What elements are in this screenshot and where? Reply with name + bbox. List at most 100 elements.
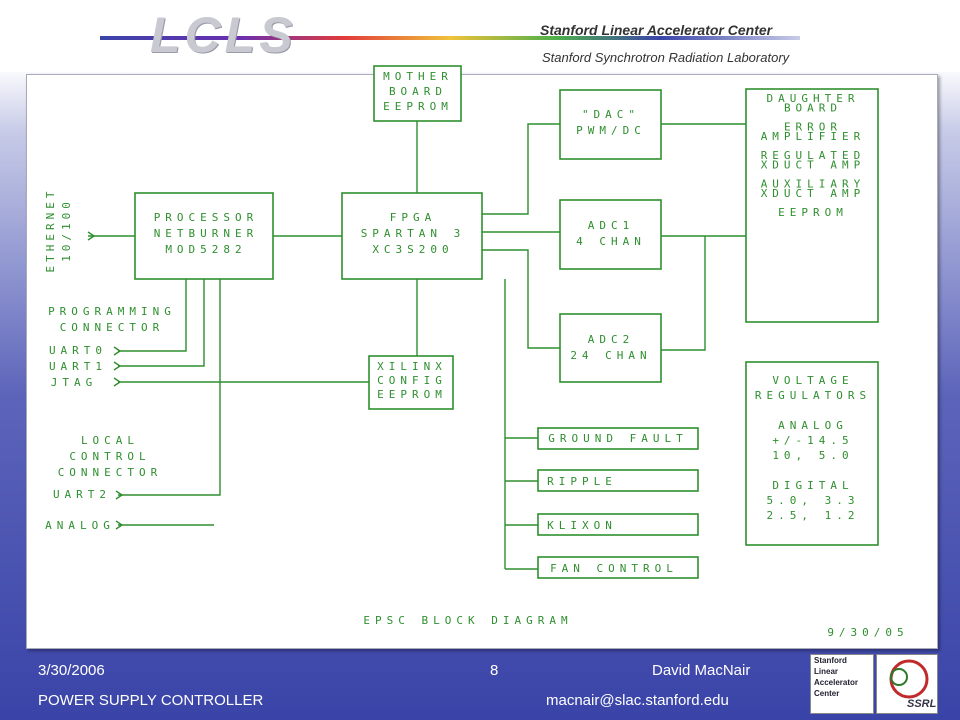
ssrl-text: SSRL: [907, 698, 937, 710]
mother-board-label: MOTHER: [383, 70, 453, 83]
daughter-board-label: EEPROM: [778, 206, 848, 219]
regulators-label: REGULATORS: [755, 389, 871, 402]
header-color-bar: [100, 36, 800, 40]
arrow-ethernet-icon: [87, 231, 96, 241]
regulators-label: ANALOG: [778, 419, 848, 432]
xilinx-label: XILINX: [377, 360, 447, 373]
programming-connector-label: CONNECTOR: [60, 321, 165, 334]
wire-uart2: [118, 279, 221, 496]
ssrl-logo: SSRL: [876, 654, 938, 714]
ground-fault-box: [537, 427, 699, 450]
footer-email: macnair@slac.stanford.edu: [546, 692, 729, 709]
local-control-connector-label: LOCAL: [81, 434, 139, 447]
regulators-label: 5.0, 3.3: [767, 494, 860, 507]
adc2-label: ADC2: [588, 333, 635, 346]
daughter-board-box: [745, 88, 879, 323]
dac-label: PWM/DC: [576, 124, 646, 137]
ethernet-speed-label: 10/100: [60, 198, 73, 262]
fpga-label: XC3S200: [372, 243, 453, 256]
footer-author: David MacNair: [652, 662, 751, 679]
wires: [87, 121, 746, 570]
mother-board-label: EEPROM: [383, 100, 453, 113]
regulators-label: VOLTAGE: [772, 374, 853, 387]
ripple-box: [537, 469, 699, 492]
regulators-label: 10, 5.0: [772, 449, 853, 462]
boxes: [134, 65, 879, 579]
mother-board-label: BOARD: [389, 85, 447, 98]
arrow-uart0-icon: [113, 346, 122, 356]
klixon-label: KLIXON: [547, 519, 617, 532]
daughter-board-label: REGULATED: [761, 149, 866, 162]
local-control-connector-label: CONNECTOR: [58, 466, 163, 479]
mother-board-box: [373, 65, 462, 122]
fpga-label: SPARTAN 3: [361, 227, 466, 240]
xilinx-box: [368, 355, 454, 410]
processor-label: MOD5282: [165, 243, 246, 256]
diagram-date: 9/30/05: [827, 626, 908, 639]
regulators-label: 2.5, 1.2: [767, 509, 860, 522]
wire-uart0: [118, 279, 187, 352]
footer-title: POWER SUPPLY CONTROLLER: [38, 692, 264, 709]
processor-box: [134, 192, 274, 280]
slac-mini-line: Linear: [814, 667, 839, 676]
adc1-box: [559, 199, 662, 270]
slac-subtitle: Stanford Synchrotron Radiation Laborator…: [542, 50, 790, 65]
arrow-jtag-icon: [113, 377, 122, 387]
texts: MOTHER BOARD EEPROM PROCESSOR NETBURNER MOD52…: [44, 70, 908, 639]
jtag-label: JTAG: [51, 376, 98, 389]
slac-mini-line: Stanford: [814, 656, 847, 665]
slac-mini-line: Center: [814, 689, 840, 698]
footer-page-number: 8: [490, 662, 499, 679]
arrow-uart1-icon: [113, 361, 122, 371]
processor-label: NETBURNER: [154, 227, 259, 240]
adc2-box: [559, 313, 662, 383]
programming-connector-label: PROGRAMMING: [48, 305, 176, 318]
ssrl-emblem-icon: SSRL: [889, 659, 937, 710]
daughter-board-label: XDUCT AMP: [761, 187, 866, 200]
dac-label: "DAC": [582, 108, 640, 121]
wire-fpga-dac: [482, 123, 560, 215]
wire-fpga-adc2: [482, 249, 560, 349]
diagram-caption: EPSC BLOCK DIAGRAM: [363, 614, 572, 627]
uart0-label: UART0: [49, 344, 107, 357]
wire-uart1: [118, 279, 205, 367]
adc2-label: 24 CHAN: [570, 349, 651, 362]
dac-box: [559, 89, 662, 160]
regulators-box: [745, 361, 879, 546]
slide-header: LCLS Stanford Linear Accelerator Center …: [0, 0, 960, 72]
ground-fault-label: GROUND FAULT: [548, 432, 687, 445]
daughter-board-label: DAUGHTER: [767, 92, 860, 105]
daughter-board-label: AUXILIARY: [761, 178, 866, 191]
ripple-label: RIPPLE: [547, 475, 617, 488]
daughter-board-label: BOARD: [784, 102, 842, 115]
slac-mini-line: Accelerator: [814, 678, 859, 687]
daughter-board-label: AMPLIFIER: [761, 130, 866, 143]
daughter-board-label: XDUCT AMP: [761, 159, 866, 172]
adc1-label: 4 CHAN: [576, 235, 646, 248]
local-control-connector-label: CONTROL: [69, 450, 150, 463]
arrow-uart2-icon: [115, 490, 124, 500]
slac-name: Stanford Linear Accelerator Center: [540, 22, 773, 38]
slac-mini-logo: Stanford Linear Accelerator Center: [810, 654, 874, 714]
ethernet-label: ETHERNET: [44, 188, 57, 273]
fpga-label: FPGA: [390, 211, 437, 224]
analog-label: ANALOG: [45, 519, 115, 532]
xilinx-label: EEPROM: [377, 388, 447, 401]
uart2-label: UART2: [53, 488, 111, 501]
daughter-board-label: ERROR: [784, 121, 842, 134]
fpga-box: [341, 192, 483, 280]
adc1-label: ADC1: [588, 219, 635, 232]
processor-label: PROCESSOR: [154, 211, 259, 224]
uart1-label: UART1: [49, 360, 107, 373]
regulators-label: DIGITAL: [772, 479, 853, 492]
fan-control-box: [537, 556, 699, 579]
fan-control-label: FAN CONTROL: [550, 562, 678, 575]
xilinx-label: CONFIG: [377, 374, 447, 387]
wire-adc2-daughter: [661, 236, 706, 351]
lcls-logo: LCLS: [150, 7, 297, 63]
klixon-box: [537, 513, 699, 536]
regulators-label: +/-14.5: [772, 434, 853, 447]
footer-date: 3/30/2006: [38, 662, 105, 679]
arrow-analog-icon: [115, 520, 124, 530]
